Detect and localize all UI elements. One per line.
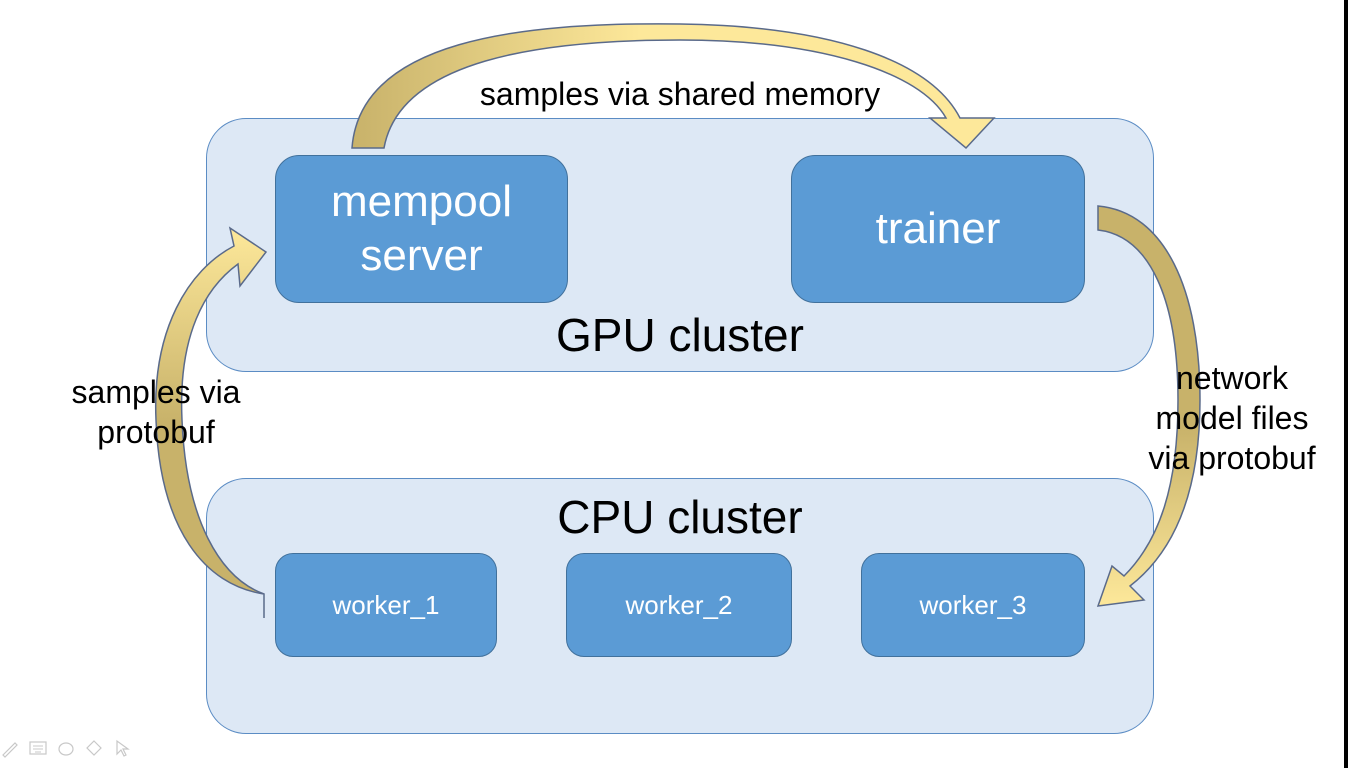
worker-3-label: worker_3 — [919, 589, 1027, 620]
worker-3-node: worker_3 — [861, 553, 1085, 657]
pen-icon[interactable] — [0, 738, 20, 758]
gpu-cluster-title: GPU cluster — [556, 309, 804, 361]
keyboard-icon[interactable] — [28, 738, 48, 758]
worker-2-label: worker_2 — [625, 589, 733, 620]
cpu-cluster-title: CPU cluster — [557, 491, 803, 543]
protobuf-samples-label: samples via protobuf — [71, 374, 241, 450]
eraser-icon[interactable] — [84, 738, 104, 758]
model-files-label: network model files via protobuf — [1148, 360, 1316, 476]
slide-edge-line — [1344, 0, 1348, 768]
pointer-icon[interactable] — [112, 738, 132, 758]
model-files-arrow — [1096, 205, 1201, 607]
worker-1-node: worker_1 — [275, 553, 497, 657]
worker-1-label: worker_1 — [332, 589, 440, 620]
mempool-server-node: mempool server — [275, 155, 568, 303]
mempool-server-label: mempool server — [331, 177, 512, 280]
worker-2-node: worker_2 — [566, 553, 792, 657]
protobuf-samples-arrow — [154, 226, 268, 618]
trainer-label: trainer — [875, 204, 1001, 253]
trainer-node: trainer — [791, 155, 1085, 303]
shared-memory-arrow — [351, 23, 996, 150]
presenter-toolbar — [0, 737, 132, 759]
circle-icon[interactable] — [56, 738, 76, 758]
shared-memory-label: samples via shared memory — [479, 76, 881, 112]
